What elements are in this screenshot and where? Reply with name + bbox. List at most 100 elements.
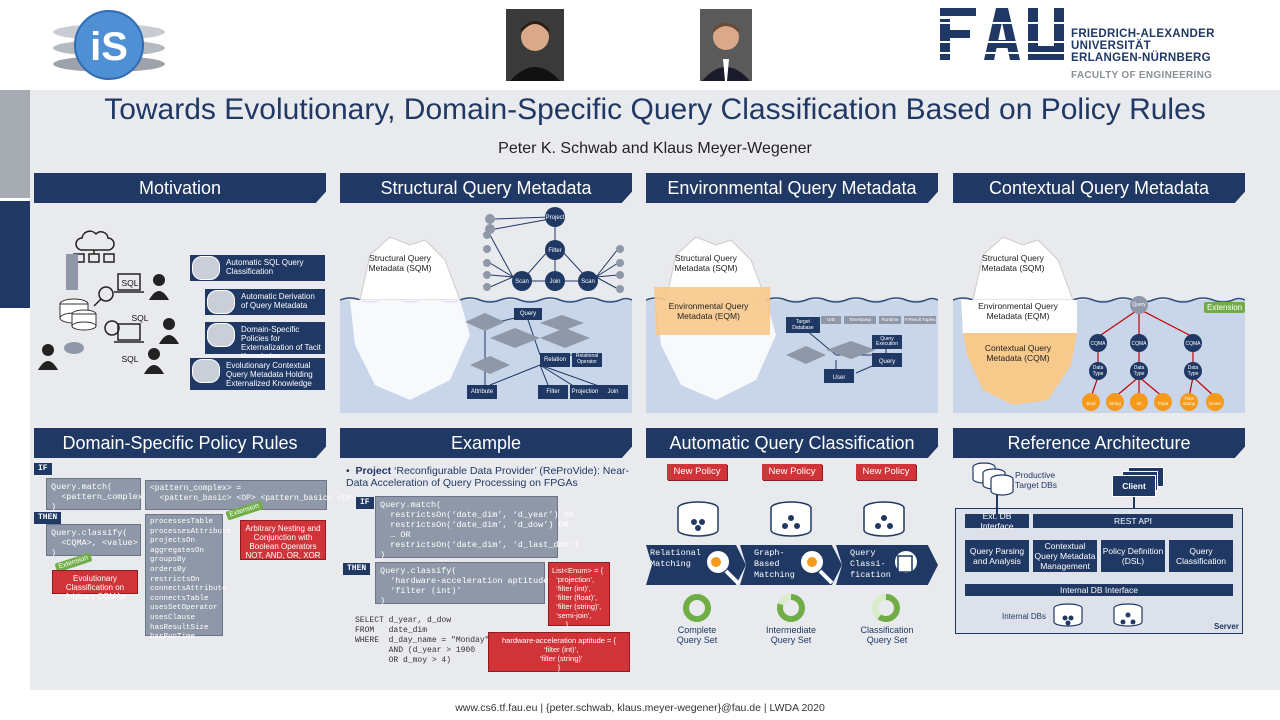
is-logo: iS [53,10,165,80]
connector [996,494,998,514]
internal-db-icons [1053,603,1143,627]
node-scan: Scan [515,279,529,285]
node-user: User [832,375,846,381]
section-heading-structural: Structural Query Metadata [340,173,632,203]
pattern-item: usesSetOperator [150,604,218,613]
node-cqma: CQMA [1185,341,1201,347]
rest-api: REST API [1033,514,1233,528]
target-db-icons [972,462,1014,496]
pattern-item: projectsOn [150,537,196,546]
new-policy-button[interactable]: New Policy [667,464,727,480]
type-float: Float [1157,401,1168,406]
node-cqma: CQMA [1090,341,1106,347]
structural-panel: Structural Query Metadata (SQM) Project … [339,205,633,413]
new-policy-button[interactable]: New Policy [856,464,916,480]
server-label: Server [1214,622,1239,631]
gear-icon [207,290,235,314]
internal-dbs-label: Internal DBs [1002,612,1047,621]
footer: www.cs6.tf.fau.eu | {peter.schwab, klaus… [455,702,825,714]
author-photo-meyer-wegener [700,9,752,81]
donut-complete [683,594,711,622]
pattern-list: processesTable processesAttribute projec… [145,514,231,641]
if-keyword: IF [34,463,52,475]
side-tab-active [0,201,30,308]
nesting-note: Arbitrary Nesting and Conjunction with B… [240,520,326,560]
then-keyword: THEN [34,512,62,524]
query-set-donuts [683,594,900,622]
attr-result-tuples: # Result Tuples [904,317,936,322]
node-data-type: Data Type [1133,365,1145,377]
pattern-item: connectsAttribute [150,585,227,594]
ext-db-interface: Ext. DB Interface [965,511,1029,531]
section-heading-classification: Automatic Query Classification [646,428,938,458]
motivation-item: Automatic SQL Query Classification [190,255,325,281]
module-query-classification: Query Classification [1169,540,1233,572]
pattern-item: connectsTable [150,594,209,603]
type-bool: Bool [1086,401,1096,406]
node-data-type: Data Type [1187,365,1199,377]
logo-text: iS [90,25,128,69]
evolutionary-classification-note: Evolutionary Classification on Arbitrary… [52,570,138,601]
node-data-type: Data Type [1092,365,1104,377]
pattern-item: restrictsOn [150,575,200,584]
complete-query-set-label: Complete Query Set [676,625,718,645]
environmental-diagram [645,236,939,413]
database-icons [677,501,905,537]
node-relational-operator: Relational Operator [575,353,599,365]
pattern-item: processesTable [150,518,214,526]
pattern-item: ordersBy [150,565,187,574]
type-string: String [1109,401,1121,406]
side-tab [0,90,30,198]
node-scan: Scan [581,279,595,285]
module-cqm-management: Contextual Query Metadata Management [1033,540,1097,572]
section-heading-policy: Domain-Specific Policy Rules [34,428,326,458]
classification-result: hardware-acceleration aptitude = { ‘filt… [488,632,630,672]
section-heading-example: Example [340,428,632,458]
contextual-panel: Extension Structural Query Metadata (SQM… [952,205,1246,413]
module-query-parsing: Query Parsing and Analysis [965,540,1029,572]
node-attribute: Attribute [470,389,494,395]
example-classify-code: Query.classify( ‘hardware-acceleration a… [375,562,559,606]
pattern-item: hasRunTime [150,633,196,642]
attr-timestamp: Timestamp [848,317,872,322]
classification-query-set-label: Classification Query Set [860,625,914,645]
node-query: Query [878,359,896,365]
donut-classification [872,594,900,622]
policy-icon [207,323,235,347]
intermediate-query-set-label: Intermediate Query Set [765,625,817,645]
section-heading-motivation: Motivation [34,173,326,203]
node-filter: Filter [546,389,560,395]
pattern-item: aggregatesOn [150,546,205,555]
enum-list: List<Enum> = { ‘projection’, ‘filter (in… [548,562,610,629]
fau-logo: FRIEDRICH-ALEXANDER UNIVERSITÄT ERLANGEN… [940,8,1240,84]
step-graph-based-matching: Graph-Based Matching [740,545,842,585]
new-policy-button[interactable]: New Policy [762,464,822,480]
node-filter: Filter [548,248,562,254]
productive-target-dbs-label: Productive Target DBs [1015,470,1058,490]
sql-label: SQL [121,278,139,288]
attr-uid: UID [827,317,835,322]
classify-code: Query.classify( <CQMA>, <value> ) [46,524,141,558]
donut-intermediate [777,594,805,622]
motivation-item: Domain-Specific Policies for Externaliza… [205,322,325,361]
connector [1133,497,1135,509]
node-join: Join [549,279,561,285]
internal-db-interface: Internal DB Interface [965,584,1233,596]
faculty-name: FACULTY OF ENGINEERING [1071,70,1213,81]
node-target-database: Target Database [792,319,814,331]
attr-runtime: Runtime [881,317,899,322]
poster-header: iS FRIEDRICH-ALEXANDER UNIVERSITÄT ERLAN… [0,0,1280,90]
sqm-label: Structural Query Metadata (SQM) [981,253,1045,273]
cqm-label: Contextual Query Metadata (CQM) [984,343,1052,363]
type-enum: Enum [1209,401,1221,406]
pattern-item: hasResultSize [150,623,209,632]
author-photo-schwab [506,9,564,81]
pattern-item: usesClause [150,613,196,622]
type-timestamp: Time stamp [1182,396,1196,406]
knowledge-icon [192,359,220,383]
example-sql: SELECT d_year, d_dow FROM date_dim WHERE… [355,616,490,665]
poster-title: Towards Evolutionary, Domain-Specific Qu… [104,93,1206,126]
eqm-label: Environmental Query Metadata (EQM) [668,301,749,321]
node-join: Join [607,389,619,395]
section-heading-environmental: Environmental Query Metadata [646,173,938,203]
